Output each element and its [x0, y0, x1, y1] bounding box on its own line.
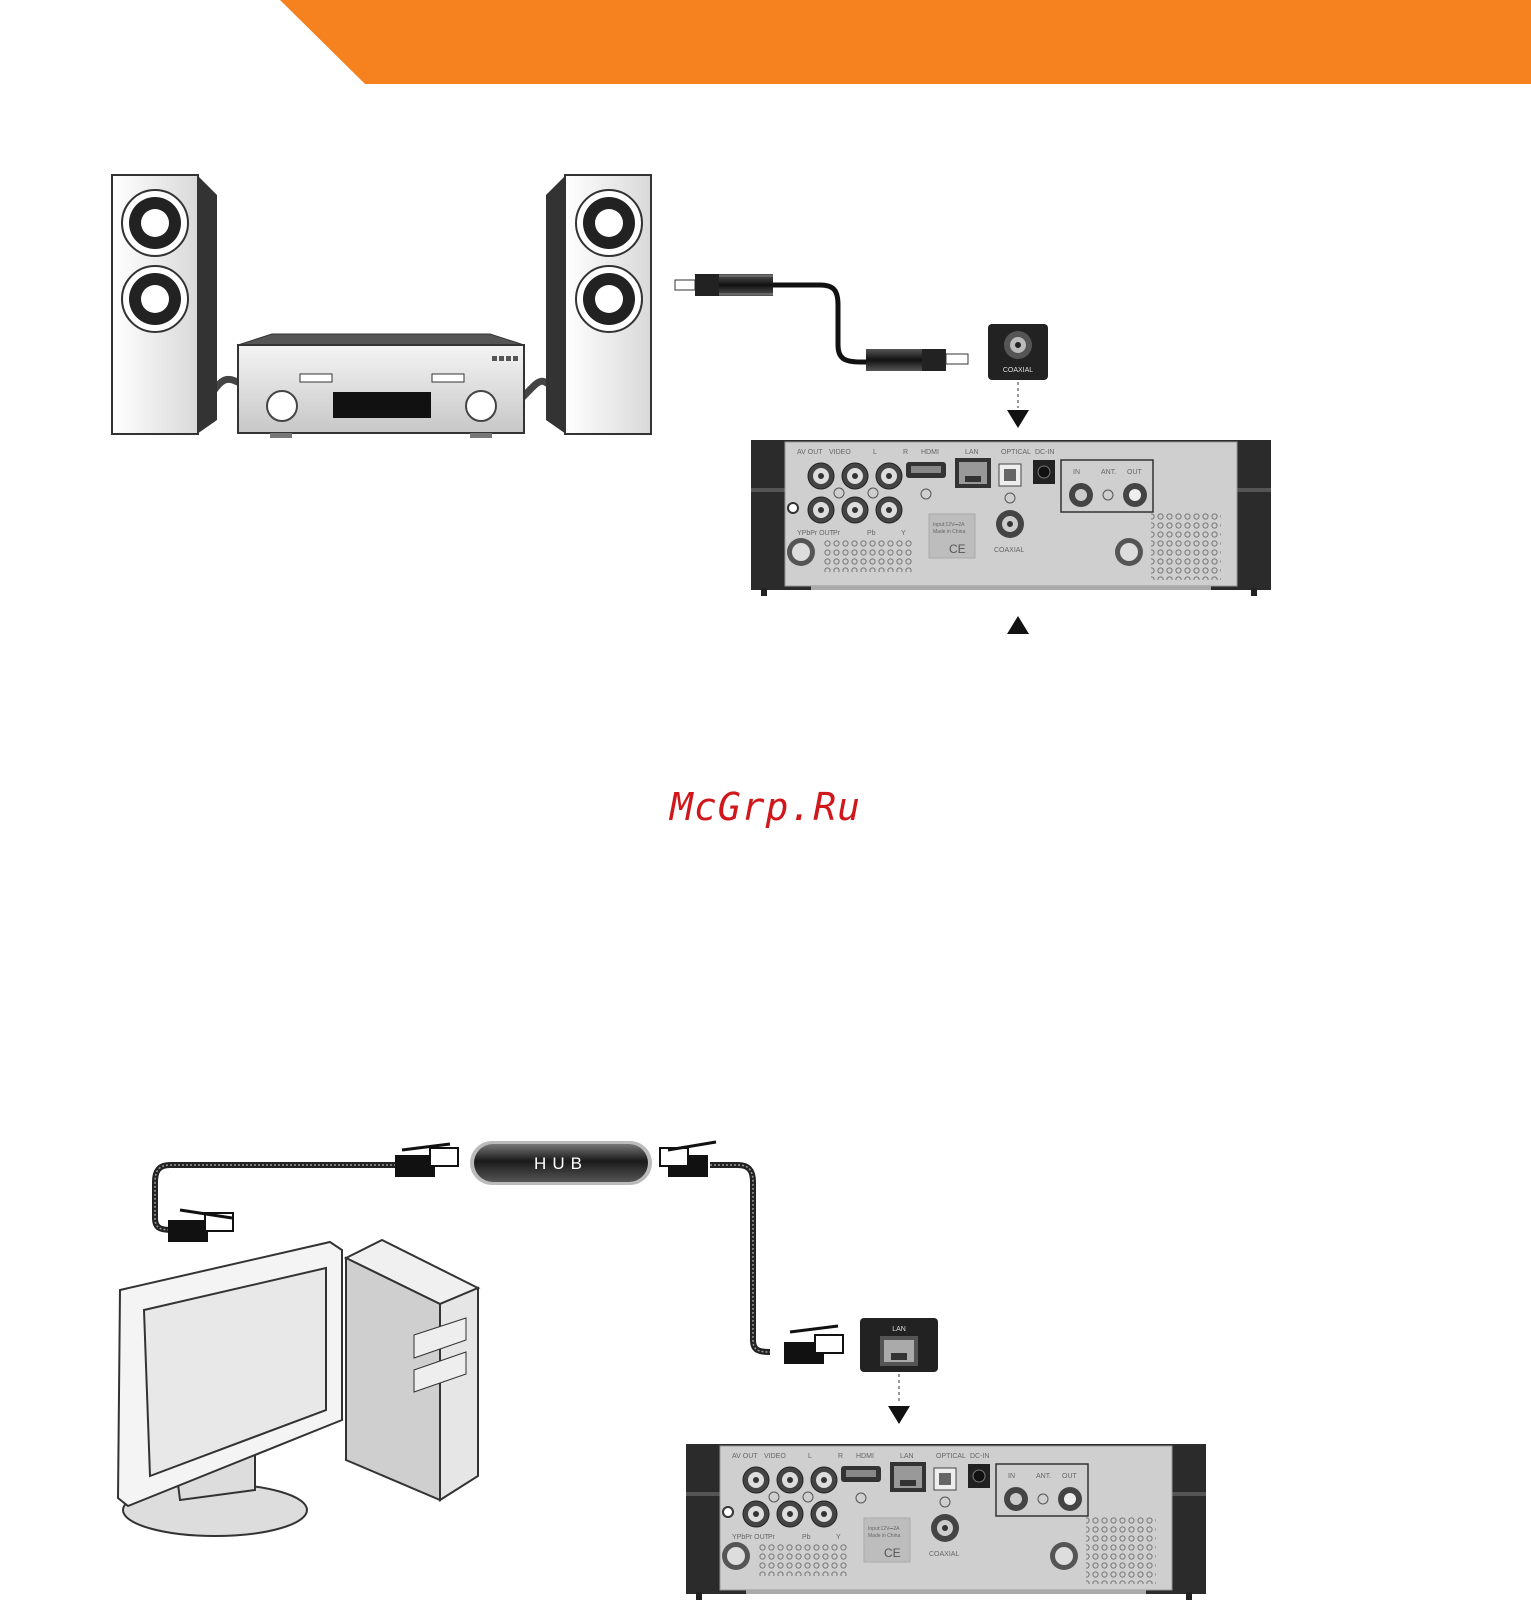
rj45-plug-icon	[660, 1142, 716, 1177]
svg-text:HDMI: HDMI	[856, 1453, 874, 1460]
svg-text:ANT.: ANT.	[1036, 1473, 1051, 1480]
network-hub: HUB	[470, 1141, 652, 1185]
svg-text:R: R	[903, 449, 908, 456]
svg-text:AV OUT: AV OUT	[797, 449, 823, 456]
svg-text:CE: CE	[884, 1546, 901, 1560]
coaxial-cable	[675, 274, 968, 371]
svg-text:OPTICAL: OPTICAL	[1001, 449, 1031, 456]
left-speaker	[112, 175, 217, 434]
svg-text:OUT: OUT	[1062, 1473, 1078, 1480]
svg-text:VIDEO: VIDEO	[829, 449, 851, 456]
network-cable-player	[710, 1165, 770, 1352]
coaxial-port-label: COAXIAL	[1003, 367, 1033, 374]
svg-text:Input:12V⎓2A: Input:12V⎓2A	[933, 522, 965, 528]
svg-text:VIDEO: VIDEO	[764, 1453, 786, 1460]
svg-text:L: L	[873, 449, 877, 456]
svg-text:OPTICAL: OPTICAL	[936, 1453, 966, 1460]
pc-tower	[346, 1240, 478, 1500]
svg-text:Made in China: Made in China	[868, 1533, 900, 1539]
rj45-plug-icon	[784, 1326, 843, 1364]
svg-text:IN: IN	[1073, 469, 1080, 476]
svg-text:COAXIAL: COAXIAL	[994, 547, 1024, 554]
svg-text:IN: IN	[1008, 1473, 1015, 1480]
svg-text:COAXIAL: COAXIAL	[929, 1551, 959, 1558]
svg-text:OUT: OUT	[1127, 469, 1143, 476]
svg-text:L: L	[808, 1453, 812, 1460]
right-speaker	[546, 175, 651, 434]
rj45-plug-icon	[395, 1144, 458, 1177]
pc-monitor	[118, 1242, 342, 1536]
svg-text:DC-IN: DC-IN	[1035, 449, 1054, 456]
svg-text:YPbPr OUT: YPbPr OUT	[732, 1534, 770, 1541]
arrow-up-icon	[1007, 616, 1029, 634]
av-receiver	[238, 334, 524, 438]
svg-text:AV OUT: AV OUT	[732, 1453, 758, 1460]
media-player-back-panel-bottom: AV OUT VIDEO L R HDMI LAN OPTICAL DC-IN …	[686, 1444, 1206, 1600]
svg-text:LAN: LAN	[965, 449, 979, 456]
svg-text:DC-IN: DC-IN	[970, 1453, 989, 1460]
svg-text:Y: Y	[901, 530, 906, 537]
lan-port-label: LAN	[892, 1326, 906, 1333]
svg-text:Made in China: Made in China	[933, 529, 965, 535]
svg-text:Pb: Pb	[867, 530, 876, 537]
media-player-back-panel-top: AV OUT VIDEO L R HDMI LAN OPTICAL DC-IN …	[751, 440, 1271, 596]
rj45-plug-icon	[168, 1210, 233, 1242]
svg-text:Pr: Pr	[833, 530, 841, 537]
svg-text:Pr: Pr	[768, 1534, 776, 1541]
svg-text:HDMI: HDMI	[921, 449, 939, 456]
lan-port-callout: LAN	[860, 1318, 938, 1424]
svg-text:LAN: LAN	[900, 1453, 914, 1460]
svg-text:CE: CE	[949, 542, 966, 556]
svg-text:ANT.: ANT.	[1101, 469, 1116, 476]
hub-label: HUB	[534, 1154, 588, 1173]
coaxial-port-callout: COAXIAL	[988, 324, 1048, 428]
watermark: McGrp.Ru	[0, 785, 1531, 829]
svg-text:Pb: Pb	[802, 1534, 811, 1541]
svg-text:Input:12V⎓2A: Input:12V⎓2A	[868, 1526, 900, 1532]
svg-text:Y: Y	[836, 1534, 841, 1541]
svg-text:R: R	[838, 1453, 843, 1460]
svg-text:YPbPr OUT: YPbPr OUT	[797, 530, 835, 537]
